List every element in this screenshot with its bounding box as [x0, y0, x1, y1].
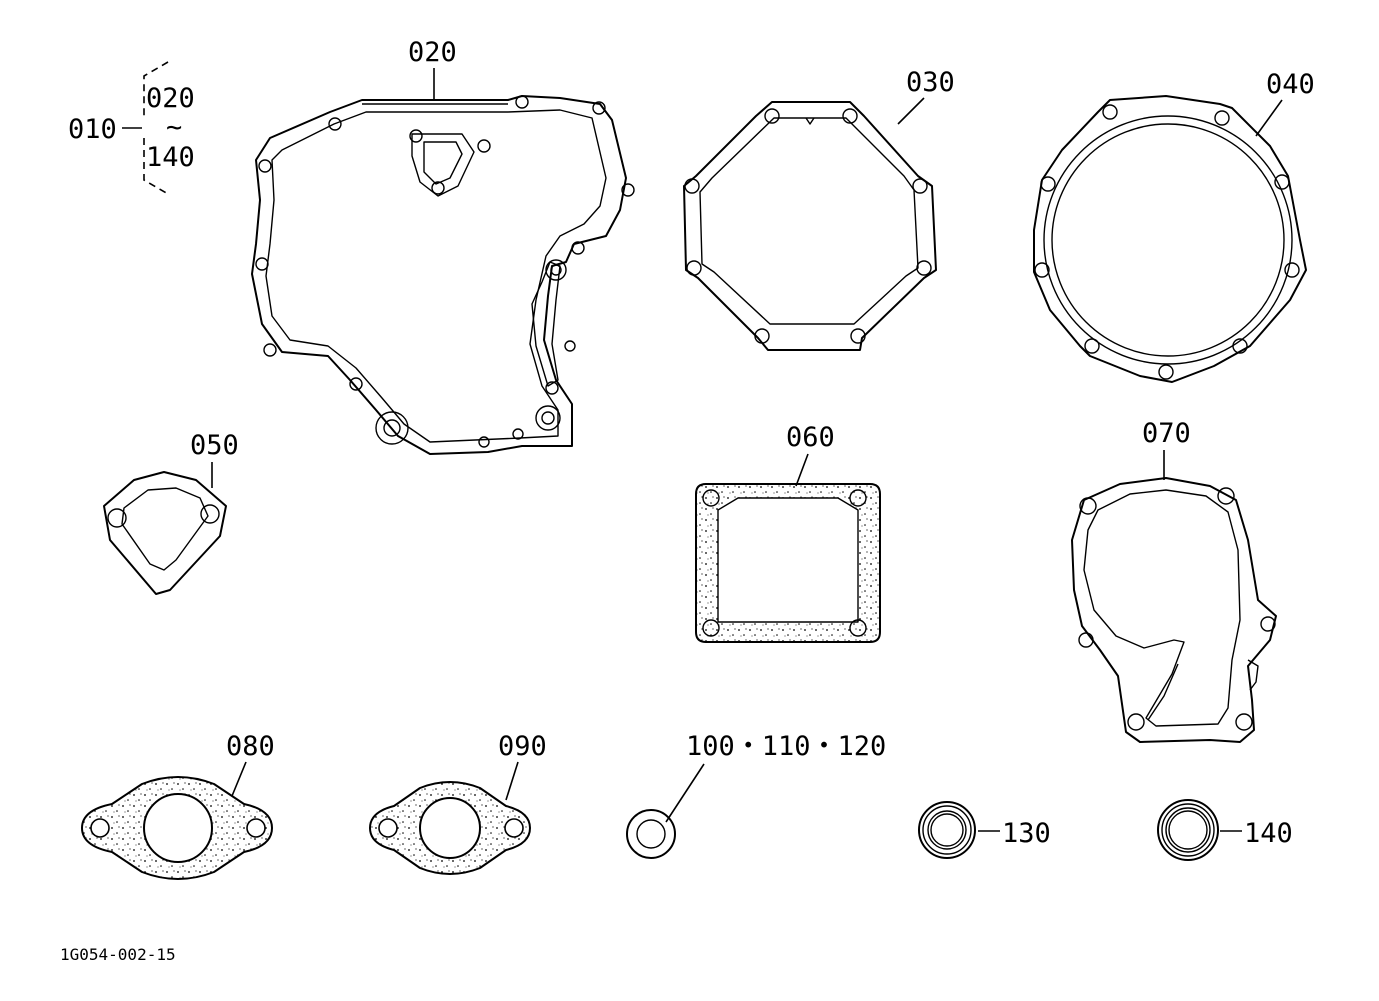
part-080-label: 080	[226, 731, 275, 762]
part-090-flange-gasket[interactable]: 090	[369, 731, 547, 875]
part-140-label: 140	[1244, 818, 1293, 849]
group-first-label: 020	[146, 83, 195, 114]
part-130-label: 130	[1002, 818, 1051, 849]
part-060-label: 060	[786, 422, 835, 453]
part-050-label: 050	[190, 430, 239, 461]
part-020-label: 020	[408, 37, 457, 68]
part-060-square-gasket[interactable]: 060	[695, 422, 881, 643]
part-070-pump-gasket[interactable]: 070	[1071, 418, 1277, 743]
part-140-seal[interactable]: 140	[1157, 799, 1293, 861]
part-080-flange-gasket[interactable]: 080	[81, 731, 275, 880]
part-130-seal[interactable]: 130	[918, 801, 1051, 859]
part-090-label: 090	[498, 731, 547, 762]
part-100-washer[interactable]: 100・110・120	[626, 731, 886, 859]
part-040-label: 040	[1266, 69, 1315, 100]
document-code: 1G054-002-15	[60, 945, 176, 964]
part-030-label: 030	[906, 67, 955, 98]
group-parent-label: 010	[68, 114, 117, 145]
part-050-small-gasket[interactable]: 050	[103, 430, 239, 595]
group-tilde: ~	[166, 112, 182, 143]
group-last-label: 140	[146, 142, 195, 173]
part-100-label: 100・110・120	[686, 731, 886, 762]
group-bracket: 010 020 ~ 140	[68, 61, 195, 195]
part-020-gear-case-gasket[interactable]: 020	[251, 37, 635, 455]
part-040-housing-gasket[interactable]: 040	[1033, 69, 1315, 383]
part-030-round-gasket[interactable]: 030	[683, 67, 955, 351]
part-070-label: 070	[1142, 418, 1191, 449]
